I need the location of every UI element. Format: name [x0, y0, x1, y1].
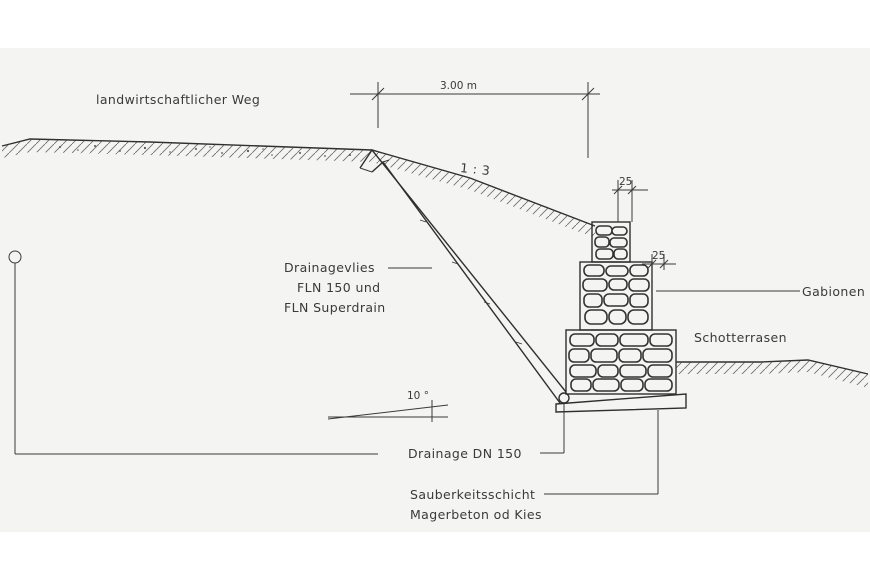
step-mid-label: 25 — [652, 250, 665, 262]
fleece-label-2: FLN 150 und — [297, 280, 381, 295]
drawing-sheet — [0, 48, 870, 532]
gabion-wall — [565, 221, 677, 395]
width-dim-label: 3.00 m — [440, 80, 477, 92]
dimension-width: 3.00 m — [350, 80, 600, 158]
gravel-lawn-label: Schotterrasen — [694, 330, 787, 345]
angle-indicator: 10 ° — [327, 390, 449, 422]
reference-marker — [8, 250, 378, 455]
gabion-stones — [568, 225, 673, 392]
lower-terrain — [676, 359, 869, 388]
drainage-label: Drainage DN 150 — [408, 446, 522, 461]
drain-pipe-icon — [558, 392, 570, 404]
step-top-label: 25 — [619, 176, 632, 188]
base-label-1: Sauberkeitsschicht — [410, 487, 535, 502]
road-label: landwirtschaftlicher Weg — [96, 92, 260, 107]
dimension-step-top: 25 — [612, 176, 648, 222]
gravel-specks — [59, 145, 351, 157]
fleece-label-3: FLN Superdrain — [284, 300, 386, 315]
foundation-layer — [555, 392, 687, 413]
angle-label: 10 ° — [407, 390, 429, 402]
fleece-label-1: Drainagevlies — [284, 260, 375, 275]
upper-terrain — [1, 138, 596, 238]
base-label-2: Magerbeton od Kies — [410, 507, 542, 522]
dimension-step-mid: 25 — [642, 250, 676, 280]
slope-ratio-label: 1 : 3 — [459, 160, 490, 178]
gabions-label: Gabionen — [802, 284, 865, 299]
drainage-fleece — [359, 148, 567, 404]
